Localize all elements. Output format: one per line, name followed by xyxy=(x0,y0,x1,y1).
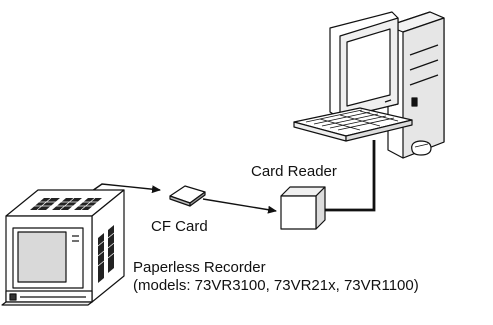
arrow-card-to-reader xyxy=(202,198,277,214)
card-reader-box-icon xyxy=(280,186,326,230)
cf-card-label: CF Card xyxy=(151,218,208,235)
usb-cable xyxy=(317,140,376,212)
memory-card-icon xyxy=(169,185,206,207)
recorder-name-label: Paperless Recorder xyxy=(133,259,266,276)
paperless-recorder-icon xyxy=(1,189,125,306)
recorder-models-label: (models: 73VR3100, 73VR21x, 73VR1100) xyxy=(133,277,419,294)
card-reader-label: Card Reader xyxy=(251,163,337,180)
desktop-computer-icon xyxy=(293,11,445,159)
arrow-recorder-to-card xyxy=(91,183,161,194)
